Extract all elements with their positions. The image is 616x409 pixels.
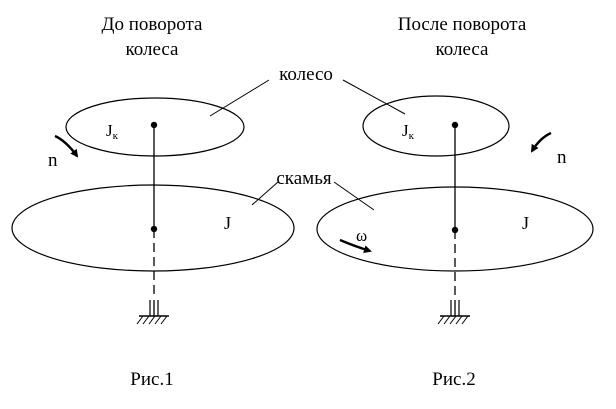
fig2-heading-line2: колеса	[435, 39, 489, 60]
fig2-rotation-arrow-icon	[530, 131, 552, 153]
fig2-wheel-inertia-label: Jк	[402, 121, 415, 142]
fig2-bench-inertia-label: J	[522, 213, 529, 233]
fig2-ground-support	[437, 300, 470, 325]
wheel-callout-label: колесо	[279, 64, 333, 85]
fig1-heading-line2: колеса	[125, 39, 179, 60]
fig1-wheel-inertia-label: Jк	[106, 121, 119, 142]
bench-callout-leader-right	[333, 181, 375, 211]
bench-callout-leader-left	[251, 181, 279, 206]
callouts: колесо скамья	[209, 64, 406, 211]
fig1-wheel-ellipse	[65, 97, 245, 157]
fig1-wheel-pivot	[150, 121, 158, 129]
bench-callout-label: скамья	[276, 168, 331, 189]
figure-2: После поворота колеса Jк J n	[316, 14, 594, 390]
fig1-heading-line1: До поворота	[102, 14, 204, 35]
wheel-callout-leader-right	[342, 79, 406, 115]
fig1-bench-inertia-label: J	[224, 213, 231, 233]
fig1-ground-support	[136, 300, 169, 325]
fig2-caption: Рис.2	[432, 369, 475, 390]
fig2-wheel-pivot	[451, 121, 459, 129]
fig2-rotation-label: n	[557, 147, 567, 168]
fig2-bench-rotation-label: ω	[356, 226, 367, 245]
fig2-heading-line1: После поворота	[398, 14, 527, 35]
fig2-bench-rotation-arrow-icon	[339, 238, 372, 254]
figure-1: До поворота колеса Jк J n	[11, 14, 295, 390]
fig1-caption: Рис.1	[130, 369, 173, 390]
fig1-bench-ellipse	[11, 184, 295, 272]
fig2-wheel-ellipse	[362, 95, 510, 157]
fig2-bench-pivot	[451, 226, 459, 234]
wheel-callout-leader-left	[209, 79, 270, 117]
fig1-rotation-arrow-icon	[54, 134, 79, 158]
fig1-bench-pivot	[150, 225, 158, 233]
fig1-rotation-label: n	[48, 150, 58, 171]
